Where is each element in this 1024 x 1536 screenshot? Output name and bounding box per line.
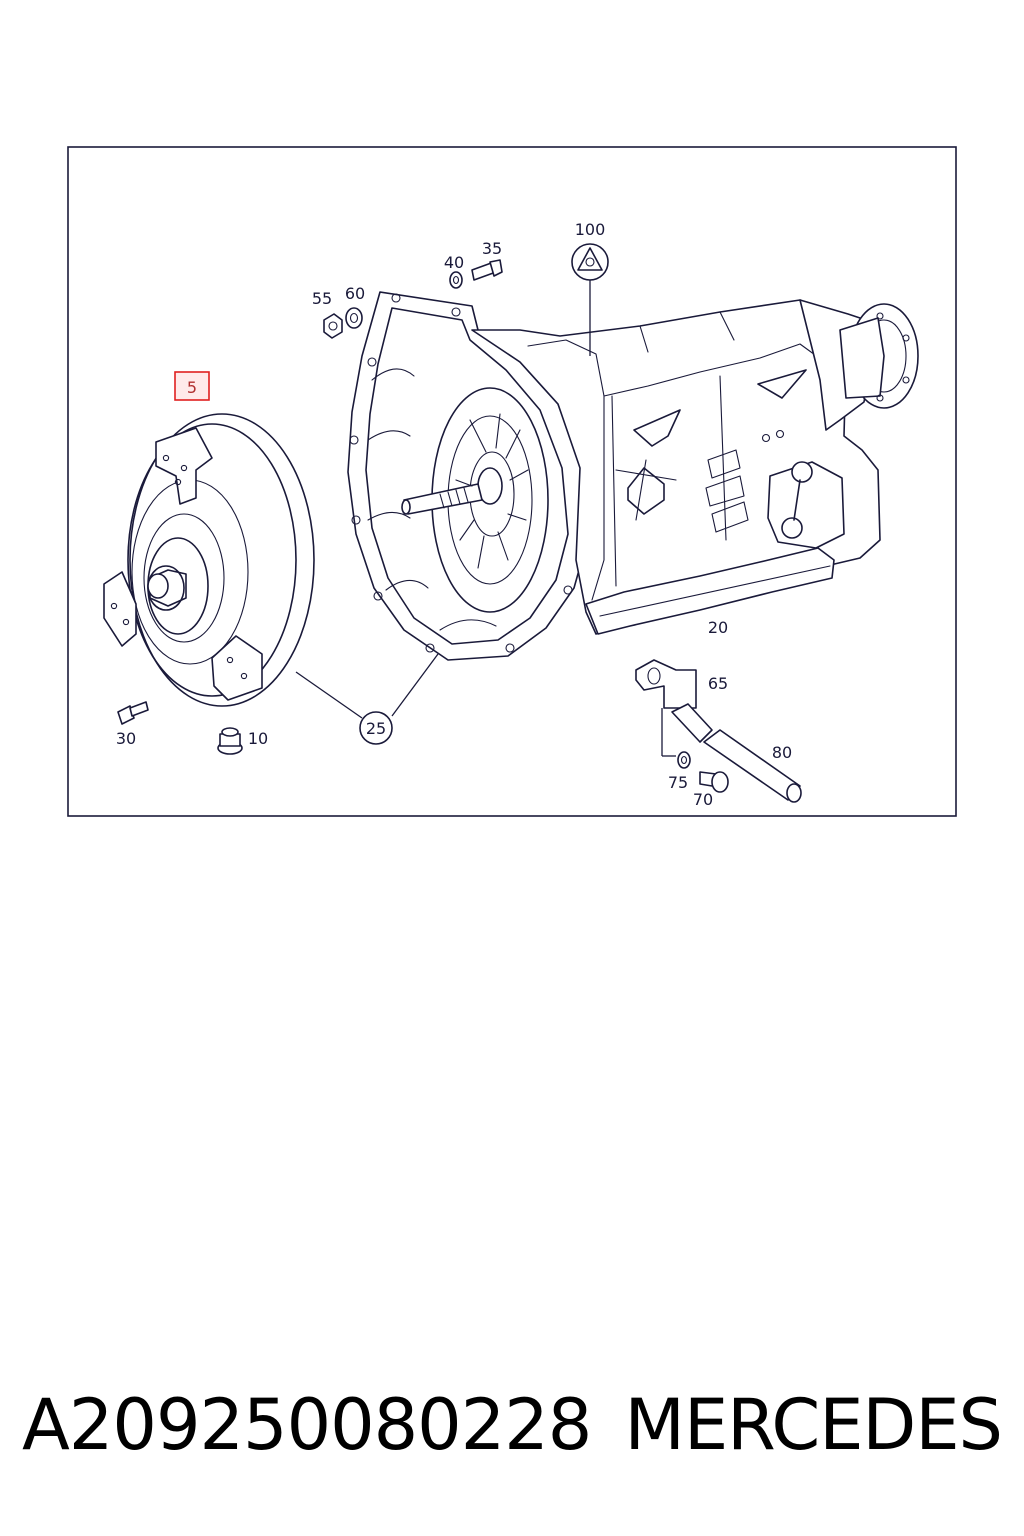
callout-35[interactable]: 35 (482, 239, 502, 258)
bushing-60-drawing[interactable] (345, 307, 363, 329)
diagram-frame (67, 146, 957, 817)
tube-80-drawing[interactable] (671, 703, 802, 803)
caption-bar: A209250080228 MERCEDES (0, 1370, 1024, 1480)
callout-40[interactable]: 40 (444, 253, 464, 272)
callout-5[interactable]: 5 (187, 378, 197, 397)
callout-30[interactable]: 30 (116, 729, 136, 748)
brand-name: MERCEDES (624, 1384, 1003, 1466)
callout-65[interactable]: 65 (708, 674, 728, 693)
callout-100[interactable]: 100 (575, 220, 606, 239)
nut-55-drawing[interactable] (323, 313, 343, 339)
callout-60[interactable]: 60 (345, 284, 365, 303)
callout-80[interactable]: 80 (772, 743, 792, 762)
drain-plug-10-drawing[interactable] (217, 727, 243, 755)
callout-75[interactable]: 75 (668, 773, 688, 792)
bolt-35-drawing[interactable] (471, 259, 503, 281)
callout-25-group[interactable] (295, 653, 439, 745)
callout-55[interactable]: 55 (312, 289, 332, 308)
washer-75-drawing[interactable] (677, 751, 691, 769)
callout-25[interactable]: 25 (366, 719, 386, 738)
washer-40-drawing[interactable] (449, 271, 463, 289)
highlight-box-5 (174, 371, 210, 401)
part-number: A209250080228 (22, 1384, 592, 1466)
label-100-drawing[interactable] (571, 243, 609, 356)
bolt-70-drawing[interactable] (699, 771, 729, 793)
callout-70[interactable]: 70 (693, 790, 713, 809)
callout-10[interactable]: 10 (248, 729, 268, 748)
transmission-drawing[interactable] (347, 291, 919, 661)
torque-converter-drawing[interactable] (103, 413, 315, 707)
bolt-30-drawing[interactable] (117, 701, 149, 725)
callout-20[interactable]: 20 (708, 618, 728, 637)
